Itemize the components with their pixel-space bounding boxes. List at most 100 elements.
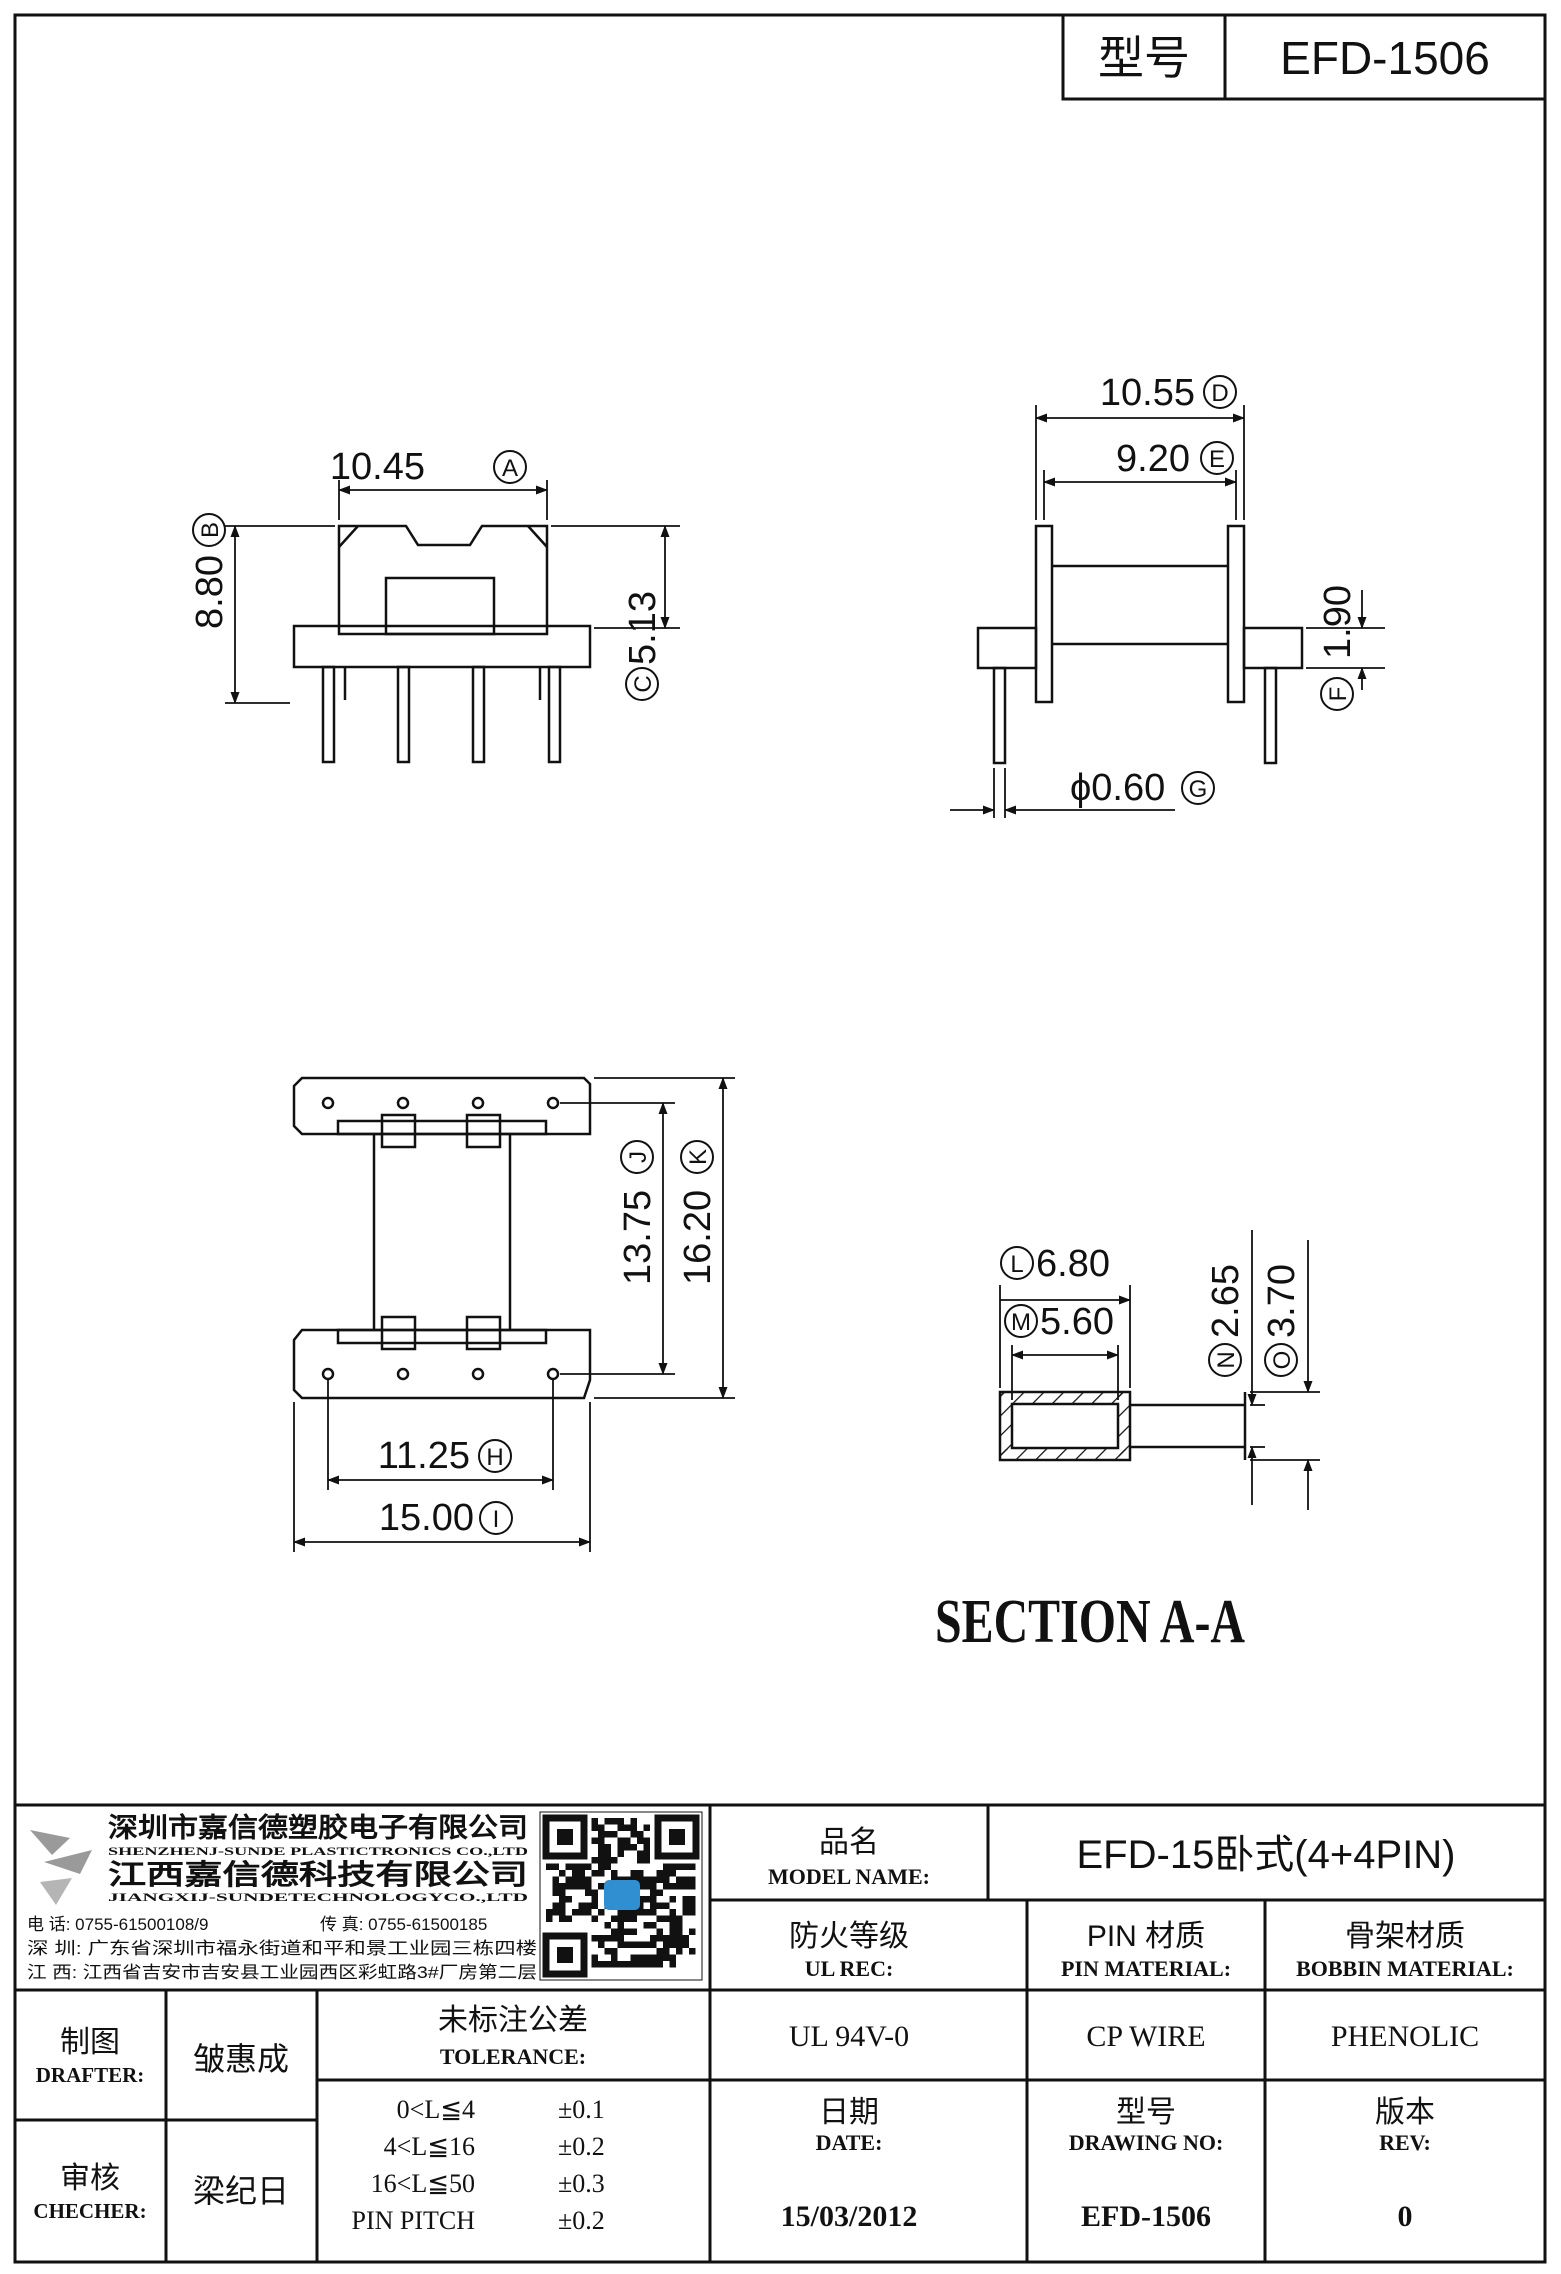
tolerance-value: ±0.2 bbox=[558, 2132, 605, 2161]
qr-module bbox=[650, 1922, 657, 1929]
qr-module bbox=[591, 1837, 598, 1844]
tolerance-range: 4<L≦16 bbox=[384, 2132, 475, 2161]
qr-module bbox=[630, 1941, 637, 1948]
qr-module bbox=[650, 1935, 657, 1942]
qr-module bbox=[676, 1863, 683, 1870]
drafter-name: 皱惠成 bbox=[193, 2041, 289, 2077]
qr-module bbox=[624, 1837, 631, 1844]
dim-C-label: 5.13 C bbox=[622, 591, 664, 701]
qr-module bbox=[643, 1883, 650, 1890]
section-label: SECTION A-A bbox=[935, 1588, 1245, 1656]
qr-module bbox=[617, 1941, 624, 1948]
qr-module bbox=[630, 1954, 637, 1961]
tolerance-value: ±0.3 bbox=[558, 2169, 605, 2198]
qr-module bbox=[669, 1883, 676, 1890]
qr-module bbox=[624, 1876, 631, 1883]
company-address-jiangxi: 江 西: 江西省吉安市吉安县工业园西区彩虹路3#厂房第二层 bbox=[27, 1963, 537, 1982]
ul-value: UL 94V-0 bbox=[789, 2020, 909, 2053]
qr-module bbox=[565, 1915, 572, 1922]
qr-module bbox=[663, 1876, 670, 1883]
qr-module bbox=[689, 1876, 696, 1883]
qr-module bbox=[689, 1948, 696, 1955]
qr-module bbox=[656, 1870, 663, 1877]
qr-module bbox=[552, 1909, 559, 1916]
qr-module bbox=[624, 1909, 631, 1916]
date-label-en: DATE: bbox=[816, 2130, 883, 2155]
company-phone: 电 话: 0755-61500108/9 bbox=[27, 1915, 208, 1934]
qr-module bbox=[624, 1844, 631, 1851]
company-address-shenzhen: 深 圳: 广东省深圳市福永街道和平和景工业园三栋四楼 bbox=[27, 1939, 537, 1958]
dim-N-value: 2.65 bbox=[1205, 1264, 1247, 1338]
qr-module bbox=[650, 1954, 657, 1961]
qr-module bbox=[643, 1837, 650, 1844]
dim-K-circle bbox=[680, 1140, 714, 1174]
qr-module bbox=[624, 1915, 631, 1922]
model-header-label: 型号 bbox=[1098, 32, 1190, 84]
qr-module bbox=[591, 1954, 598, 1961]
dim-F-label: 1.90 F bbox=[1317, 585, 1359, 711]
qr-module bbox=[611, 1818, 618, 1825]
qr-module bbox=[643, 1844, 650, 1851]
qr-module bbox=[656, 1928, 663, 1935]
tolerance-value: ±0.1 bbox=[558, 2095, 605, 2124]
qr-module bbox=[682, 1941, 689, 1948]
qr-module bbox=[682, 1909, 689, 1916]
dim-O-circle bbox=[1264, 1343, 1298, 1377]
dim-D-value: 10.55 bbox=[1100, 372, 1195, 414]
dim-A-value: 10.45 bbox=[330, 446, 425, 488]
checker-name: 梁纪日 bbox=[193, 2173, 289, 2209]
qr-module bbox=[689, 1909, 696, 1916]
qr-module bbox=[611, 1948, 618, 1955]
qr-module bbox=[559, 1896, 566, 1903]
qr-module bbox=[572, 1876, 579, 1883]
qr-module bbox=[630, 1876, 637, 1883]
dim-A-letter: A bbox=[502, 455, 518, 482]
model-header: 型号 EFD-1506 bbox=[1061, 13, 1547, 101]
qr-module bbox=[585, 1889, 592, 1896]
qr-module bbox=[598, 1831, 605, 1838]
company-name-en-2: JIANGXIJ-SUNDETECHNOLOGYCO.,LTD bbox=[108, 1890, 529, 1904]
dim-O-label: O 3.70 bbox=[1261, 1264, 1303, 1377]
qr-module bbox=[598, 1883, 605, 1890]
pin-material-value: CP WIRE bbox=[1086, 2020, 1205, 2053]
qr-module bbox=[689, 1928, 696, 1935]
dim-J-label: 13.75 J bbox=[617, 1140, 659, 1285]
qr-module bbox=[604, 1831, 611, 1838]
qr-module bbox=[689, 1896, 696, 1903]
qr-module bbox=[598, 1863, 605, 1870]
qr-module bbox=[604, 1863, 611, 1870]
qr-module bbox=[689, 1863, 696, 1870]
dim-J-circle bbox=[620, 1140, 654, 1174]
qr-module bbox=[663, 1935, 670, 1942]
bobbin-material-label-en: BOBBIN MATERIAL: bbox=[1296, 1956, 1514, 1981]
qr-module bbox=[669, 1941, 676, 1948]
qr-module bbox=[572, 1870, 579, 1877]
bobbin-material-value: PHENOLIC bbox=[1331, 2020, 1479, 2053]
qr-module bbox=[637, 1954, 644, 1961]
qr-module bbox=[617, 1837, 624, 1844]
qr-module bbox=[663, 1863, 670, 1870]
qr-module bbox=[611, 1935, 618, 1942]
qr-module bbox=[572, 1863, 579, 1870]
qr-module bbox=[676, 1883, 683, 1890]
pin-material-label-cn: PIN 材质 bbox=[1087, 1920, 1205, 1953]
dim-J-letter: J bbox=[625, 1151, 652, 1163]
dim-K-letter: K bbox=[685, 1149, 712, 1165]
qr-module bbox=[617, 1909, 624, 1916]
qr-module bbox=[598, 1824, 605, 1831]
qr-module bbox=[565, 1876, 572, 1883]
qr-module bbox=[643, 1896, 650, 1903]
tolerance-range: 0<L≦4 bbox=[397, 2095, 475, 2124]
sheet-border bbox=[13, 13, 1547, 2264]
qr-module bbox=[591, 1889, 598, 1896]
qr-module bbox=[669, 1922, 676, 1929]
dim-I-label: 15.00 I bbox=[379, 1497, 513, 1539]
company-name-cn-1: 深圳市嘉信德塑胶电子有限公司 bbox=[108, 1812, 528, 1843]
qr-module bbox=[559, 1902, 566, 1909]
qr-module bbox=[617, 1935, 624, 1942]
qr-module bbox=[565, 1863, 572, 1870]
dim-B-label: 8.80 B bbox=[189, 513, 231, 629]
qr-module bbox=[611, 1857, 618, 1864]
qr-module bbox=[637, 1857, 644, 1864]
pin-material-label-en: PIN MATERIAL: bbox=[1061, 1956, 1231, 1981]
